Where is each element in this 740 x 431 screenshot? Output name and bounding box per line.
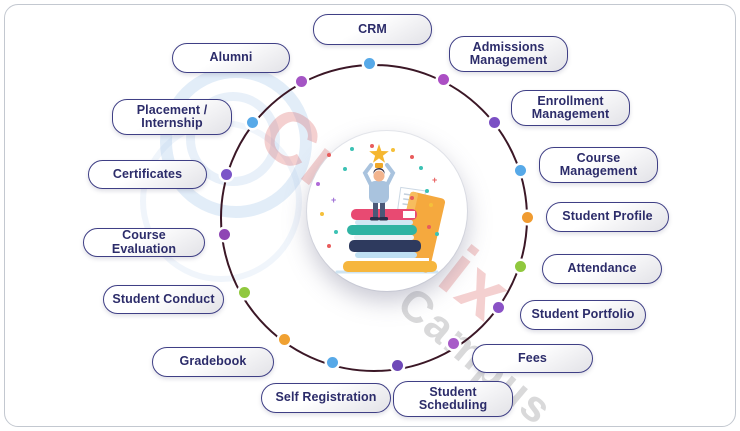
node-dot-student-conduct xyxy=(239,287,250,298)
label-pill-gradebook: Gradebook xyxy=(152,347,274,377)
head xyxy=(373,170,385,182)
hair xyxy=(373,168,385,175)
node-dot-placement-internship xyxy=(247,117,258,128)
pill-label: Course Evaluation xyxy=(111,228,177,256)
label-pill-attendance: Attendance xyxy=(542,254,662,284)
jacket xyxy=(369,181,389,203)
label-pill-student-portfolio: Student Portfolio xyxy=(520,300,646,330)
node-dot-student-portfolio xyxy=(493,302,504,313)
pill-label: Enrollment Management xyxy=(531,93,610,121)
node-dot-fees xyxy=(448,338,459,349)
pill-label: Alumni xyxy=(209,50,253,65)
label-pill-certificates: Certificates xyxy=(88,160,207,189)
pill-label: Student Profile xyxy=(562,209,653,224)
node-dot-certificates xyxy=(221,169,232,180)
label-pill-course-management: Course Management xyxy=(539,147,658,183)
left-leg xyxy=(373,201,378,219)
pill-label: Attendance xyxy=(567,261,637,276)
label-pill-student-conduct: Student Conduct xyxy=(103,285,224,314)
student-figure xyxy=(362,144,396,221)
label-pill-admissions-management: Admissions Management xyxy=(449,36,568,72)
pill-label: Self Registration xyxy=(275,390,377,405)
trophy xyxy=(375,163,383,168)
left-arm xyxy=(362,163,373,187)
outer-frame xyxy=(4,4,736,427)
label-pill-enrollment-management: Enrollment Management xyxy=(511,90,630,126)
node-dot-self-registration xyxy=(327,357,338,368)
pill-label: Student Scheduling xyxy=(418,384,488,412)
pill-label: Gradebook xyxy=(179,354,247,369)
label-pill-crm: CRM xyxy=(313,14,432,45)
node-dot-admissions-management xyxy=(438,74,449,85)
pill-label: Fees xyxy=(518,350,547,365)
node-dot-gradebook xyxy=(279,334,290,345)
pill-label: Admissions Management xyxy=(469,39,548,67)
pill-label: Course Management xyxy=(559,150,638,178)
label-pill-alumni: Alumni xyxy=(172,43,290,73)
label-pill-student-profile: Student Profile xyxy=(546,202,669,232)
label-pill-course-evaluation: Course Evaluation xyxy=(83,228,205,257)
pill-label: Student Conduct xyxy=(112,291,215,306)
node-dot-alumni xyxy=(296,76,307,87)
label-pill-fees: Fees xyxy=(472,344,593,373)
right-arm xyxy=(385,163,396,187)
node-dot-crm xyxy=(364,58,375,69)
pill-label: Certificates xyxy=(112,166,183,181)
node-dot-student-scheduling xyxy=(392,360,403,371)
pill-label: Student Portfolio xyxy=(531,307,635,322)
node-dot-enrollment-management xyxy=(489,117,500,128)
pill-label: Placement / Internship xyxy=(136,102,208,130)
label-pill-placement-internship: Placement / Internship xyxy=(112,99,232,135)
node-dot-attendance xyxy=(515,261,526,272)
node-dot-course-evaluation xyxy=(219,229,230,240)
label-pill-student-scheduling: Student Scheduling xyxy=(393,381,513,417)
star-icon xyxy=(369,144,389,163)
books-stack xyxy=(343,209,437,272)
node-dot-student-profile xyxy=(522,212,533,223)
right-leg xyxy=(380,201,385,219)
student-books-illustration xyxy=(335,144,446,274)
node-dot-course-management xyxy=(515,165,526,176)
label-pill-self-registration: Self Registration xyxy=(261,383,391,413)
pill-label: CRM xyxy=(358,21,387,36)
